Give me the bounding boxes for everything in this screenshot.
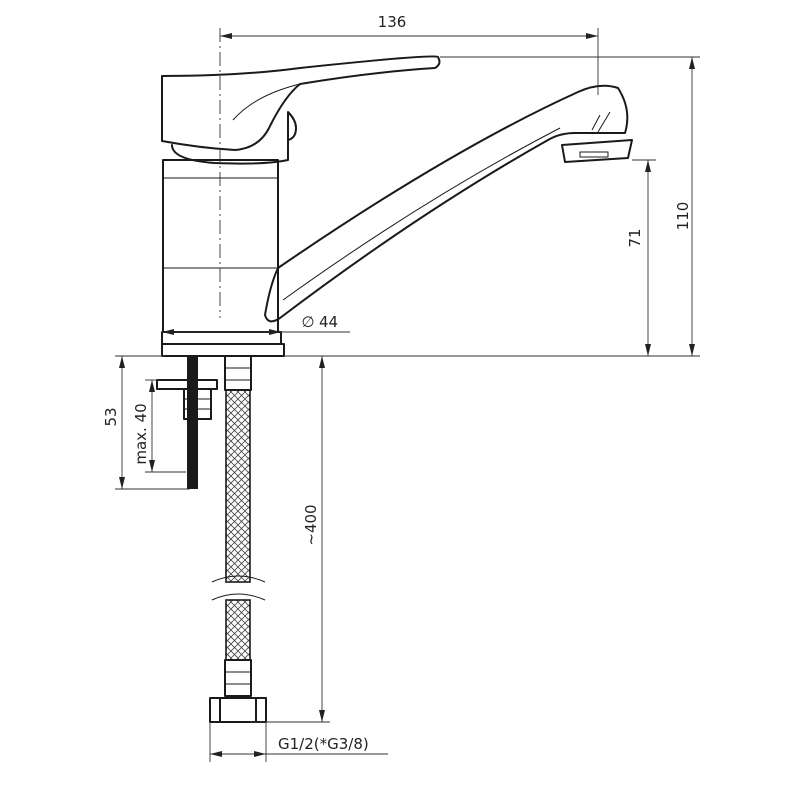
lever-inner-edge (232, 83, 301, 121)
aerator-slot (579, 151, 609, 158)
dim-mount-depth-label: 53 (102, 407, 120, 426)
dim-height-total: 110 (284, 56, 700, 357)
threaded-rod (187, 356, 198, 489)
dim-thread: G1/2(*G3/8) (209, 722, 388, 762)
mounting-nut (183, 388, 212, 420)
spout-inner-edge (282, 127, 561, 301)
dim-base-diameter: ∅ 44 (162, 313, 350, 335)
faucet-body (161, 55, 633, 357)
hose-lower (225, 599, 251, 661)
dim-mount-depth: 53 (102, 355, 190, 490)
dim-height-spout: 71 (626, 159, 656, 356)
dim-thread-label: G1/2(*G3/8) (278, 735, 369, 753)
cartridge-cap (171, 111, 297, 165)
spout (264, 84, 629, 323)
aerator-detail (591, 111, 611, 133)
aerator (561, 139, 633, 163)
hose-upper (225, 389, 251, 583)
dim-hose-length: ~400 (250, 356, 330, 723)
dim-max-thickness-label: max. 40 (132, 403, 150, 464)
faucet-cylinder (162, 159, 279, 333)
dim-base-diameter-symbol: ∅ (301, 313, 314, 331)
base-gasket (161, 343, 285, 357)
dim-base-diameter-label: 44 (319, 313, 338, 331)
dim-height-total-label: 110 (674, 202, 692, 231)
hose-fitting-top (224, 355, 252, 391)
dim-hose-length-label: ~400 (302, 504, 320, 545)
supply-hose (209, 355, 267, 723)
dim-height-spout-label: 71 (626, 228, 644, 247)
mounting-assembly (156, 356, 218, 489)
dim-width-top: 136 (220, 13, 599, 95)
hose-fitting-bottom (224, 659, 252, 697)
base-plate (161, 331, 282, 345)
hex-nut (209, 697, 267, 723)
dim-width-top-label: 136 (378, 13, 407, 31)
hose-break (211, 575, 266, 601)
lever-handle (161, 55, 441, 151)
dim-max-thickness: max. 40 (132, 379, 186, 473)
